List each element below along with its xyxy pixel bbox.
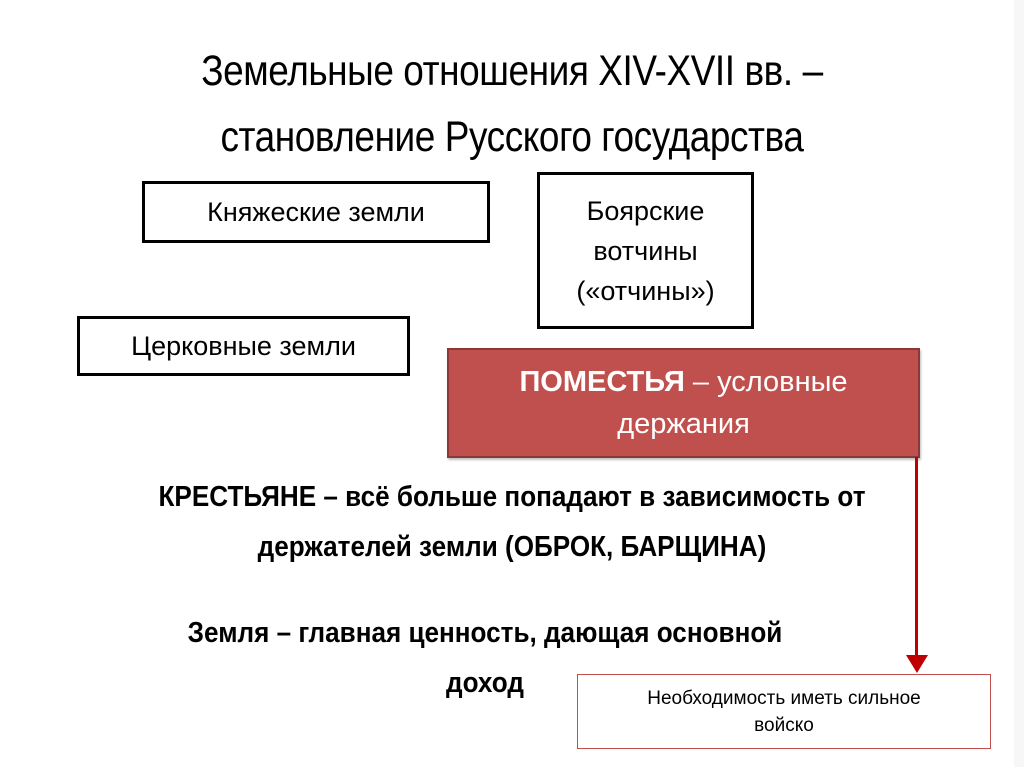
land-value-line-2: доход: [446, 667, 524, 699]
army-need-box: Необходимость иметь сильное войско: [577, 674, 991, 749]
army-line-1: Необходимость иметь сильное: [647, 687, 921, 709]
peasants-line-2: держателей земли (ОБРОК, БАРЩИНА): [257, 531, 767, 563]
pomestie-line-1: ПОМЕСТЬЯ – условные: [519, 361, 847, 403]
church-lands-box: Церковные земли: [77, 316, 410, 376]
slide-title: Земельные отношения XIV-XVII вв. – стано…: [72, 38, 953, 170]
land-value-line-1: Земля – главная ценность, дающая основно…: [187, 617, 783, 649]
boyar-estates-box: Боярские вотчины («отчины»): [537, 172, 754, 329]
boyar-line-1: Боярские: [586, 195, 705, 226]
title-line-1: Земельные отношения XIV-XVII вв. –: [201, 47, 823, 95]
title-line-2: становление Русского государства: [220, 113, 804, 161]
princely-lands-box: Княжеские земли: [142, 181, 490, 243]
pomestie-dash: –: [684, 366, 718, 398]
down-arrow-icon: [915, 457, 918, 657]
boyar-line-3: («отчины»): [576, 275, 715, 306]
pomestie-line-2: держания: [617, 408, 750, 440]
land-value-statement: Земля – главная ценность, дающая основно…: [49, 608, 922, 708]
pomestie-box: ПОМЕСТЬЯ – условные держания: [447, 348, 920, 458]
pomestie-rest: условные: [717, 366, 848, 398]
church-lands-label: Церковные земли: [131, 331, 356, 361]
pomestie-bold-term: ПОМЕСТЬЯ: [519, 366, 685, 398]
peasants-line-1: КРЕСТЬЯНЕ – всё больше попадают в зависи…: [158, 481, 866, 513]
peasants-statement: КРЕСТЬЯНЕ – всё больше попадают в зависи…: [51, 472, 973, 572]
boyar-line-2: вотчины: [593, 235, 698, 266]
princely-lands-label: Княжеские земли: [207, 197, 425, 227]
army-line-2: войско: [754, 714, 814, 736]
arrow-head-icon: [906, 655, 928, 673]
slide-edge: [1014, 0, 1024, 767]
